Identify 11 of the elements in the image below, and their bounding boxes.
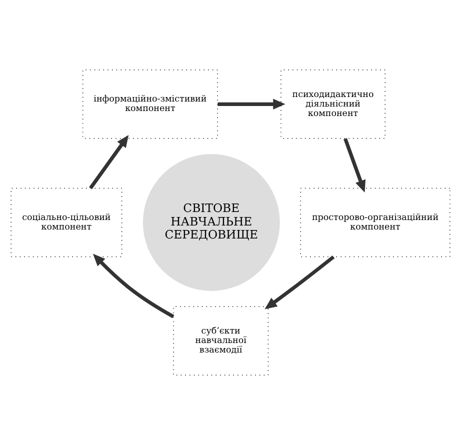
node-box: інформаційно-змістивий компонент bbox=[82, 69, 218, 138]
node-box: соціально-цільовий компонент bbox=[10, 187, 122, 257]
arrow bbox=[218, 98, 286, 109]
arrow bbox=[344, 138, 366, 192]
arrow bbox=[264, 254, 335, 309]
arrow bbox=[92, 253, 174, 318]
node-box: просторово-організаційний компонент bbox=[300, 187, 450, 257]
node-circle: СВІТОВЕ НАВЧАЛЬНЕ СЕРЕДОВИЩЕ bbox=[142, 154, 280, 290]
node-box: суб’єкти навчальної взаємодії bbox=[173, 306, 269, 375]
node-box: психодидактично діяльнісний компонент bbox=[280, 69, 386, 138]
arrow bbox=[88, 134, 129, 189]
